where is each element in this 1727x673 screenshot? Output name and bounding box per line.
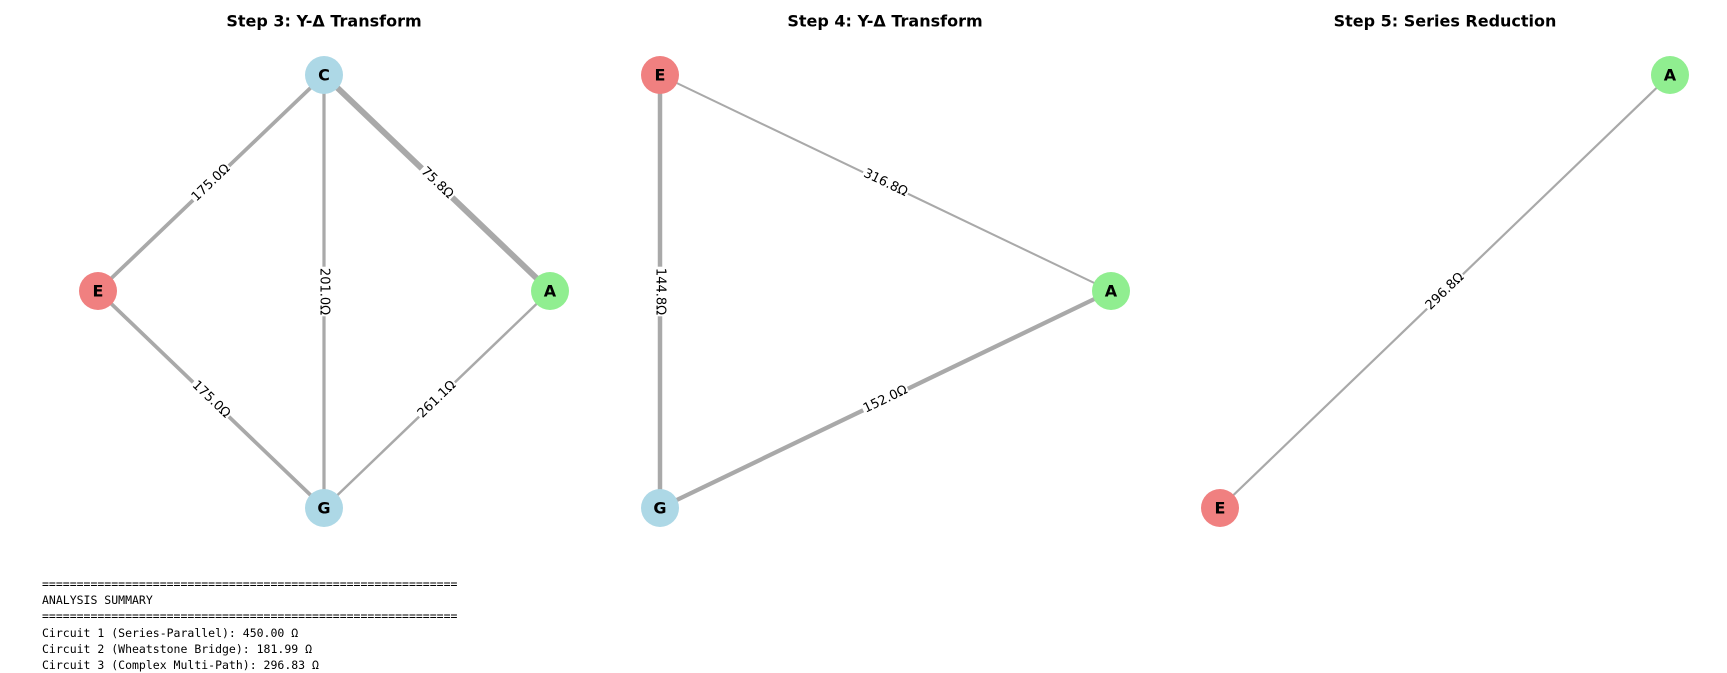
edge-label-C-A: 75.8Ω xyxy=(415,161,459,205)
edge-label-E-G: 144.8Ω xyxy=(651,266,669,317)
node-circle xyxy=(1651,56,1689,94)
node-circle xyxy=(1092,272,1130,310)
edge-label-background xyxy=(415,161,459,205)
edge-resistance-label: 261.1Ω xyxy=(415,378,459,422)
node-A: A xyxy=(1092,272,1130,310)
edge-label-E-G: 175.0Ω xyxy=(186,375,236,424)
summary-rule-bottom: ========================================… xyxy=(42,609,458,624)
edge-label-A-G: 152.0Ω xyxy=(859,380,912,419)
panel-title: Step 3: Y-Δ Transform xyxy=(226,12,421,31)
node-C: C xyxy=(305,56,343,94)
node-G: G xyxy=(641,489,679,527)
edge-label-A-G: 261.1Ω xyxy=(412,375,462,424)
analysis-summary: ========================================… xyxy=(42,576,457,673)
panel-title: Step 5: Series Reduction xyxy=(1334,12,1557,31)
panel-2: Step 4: Y-Δ Transform144.8Ω316.8Ω152.0ΩE… xyxy=(641,12,1130,527)
node-E: E xyxy=(79,272,117,310)
edge-label-E-A: 296.8Ω xyxy=(1420,267,1470,316)
edge-label-E-A: 316.8Ω xyxy=(859,164,912,202)
edge-resistance-label: 144.8Ω xyxy=(653,268,668,315)
node-label: E xyxy=(1215,499,1226,518)
summary-line-circuit-3: Circuit 3 (Complex Multi-Path): 296.83 Ω xyxy=(42,657,319,672)
node-label: G xyxy=(653,499,666,518)
node-layer: AE xyxy=(1201,56,1689,527)
node-circle xyxy=(305,56,343,94)
node-label: A xyxy=(544,282,557,301)
edge-label-background xyxy=(651,266,669,317)
panel-1: Step 3: Y-Δ Transform 175.0Ω 75.8Ω 201.0Ω 17… xyxy=(79,12,569,527)
edge-label-background xyxy=(859,164,912,202)
summary-line-circuit-1: Circuit 1 (Series-Parallel): 450.00 Ω xyxy=(42,625,299,640)
summary-line-circuit-2: Circuit 2 (Wheatstone Bridge): 181.99 Ω xyxy=(42,641,313,656)
edge-label-C-G: 201.0Ω xyxy=(315,266,333,317)
node-circle xyxy=(1201,489,1239,527)
node-G: G xyxy=(305,489,343,527)
node-circle xyxy=(79,272,117,310)
edge-label-layer: 144.8Ω 316.8Ω 152.0Ω xyxy=(651,164,912,419)
node-circle xyxy=(305,489,343,527)
node-A: A xyxy=(1651,56,1689,94)
edge-resistance-label: 201.0Ω xyxy=(317,268,332,315)
summary-heading: ANALYSIS SUMMARY xyxy=(42,593,153,608)
node-E: E xyxy=(1201,489,1239,527)
node-label: E xyxy=(655,66,666,85)
node-A: A xyxy=(531,272,569,310)
edge-label-background xyxy=(1420,267,1470,316)
panel-title: Step 4: Y-Δ Transform xyxy=(787,12,982,31)
edge-resistance-label: 296.8Ω xyxy=(1423,270,1467,314)
edge-resistance-label: 175.0Ω xyxy=(189,161,233,204)
edge-label-background xyxy=(315,266,333,317)
node-circle xyxy=(531,272,569,310)
node-label: E xyxy=(93,282,104,301)
edge-label-background xyxy=(412,375,462,424)
node-E: E xyxy=(641,56,679,94)
edge-label-background xyxy=(859,380,912,419)
edge-label-background xyxy=(186,159,236,207)
node-label: A xyxy=(1105,282,1118,301)
edge-resistance-label: 152.0Ω xyxy=(861,382,910,416)
edge-resistance-label: 316.8Ω xyxy=(861,166,910,200)
node-label: G xyxy=(317,499,330,518)
summary-rule-top: ========================================… xyxy=(42,577,458,591)
node-circle xyxy=(641,489,679,527)
edge-resistance-label: 75.8Ω xyxy=(418,164,457,202)
node-layer: E A G xyxy=(641,56,1130,527)
node-layer: C E A G xyxy=(79,56,569,527)
node-label: A xyxy=(1664,66,1677,85)
edge-label-layer: 296.8Ω xyxy=(1420,267,1470,316)
node-circle xyxy=(641,56,679,94)
edge-label-background xyxy=(186,375,236,424)
edge-resistance-label: 175.0Ω xyxy=(189,378,233,422)
edge-layer xyxy=(657,74,1112,510)
node-label: C xyxy=(318,66,330,85)
edge-label-C-E: 175.0Ω xyxy=(186,159,236,207)
